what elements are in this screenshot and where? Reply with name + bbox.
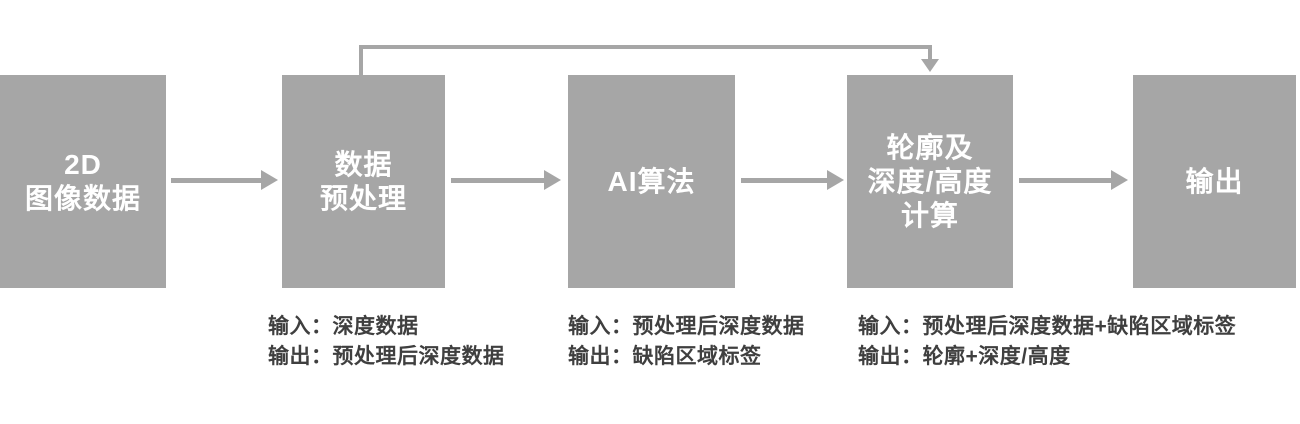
skip-connector-line-left — [359, 45, 363, 75]
flow-step-contour-depth-height-calc: 轮廓及 深度/高度 计算 — [847, 75, 1013, 288]
flow-step-ai-algorithm: AI算法 — [568, 75, 735, 288]
arrow-shaft — [1019, 178, 1112, 183]
flow-step-preprocessing: 数据 预处理 — [282, 75, 445, 288]
arrow-right-icon — [171, 170, 278, 191]
note-ai-algorithm: 输入：预处理后深度数据 输出：缺陷区域标签 — [568, 312, 805, 372]
note-input-line: 输入：预处理后深度数据 — [568, 315, 805, 338]
note-input-line: 输入：预处理后深度数据+缺陷区域标签 — [858, 315, 1237, 338]
note-output-line: 输出：预处理后深度数据 — [268, 345, 505, 368]
arrow-right-icon — [1019, 170, 1128, 191]
flow-step-label: 2D 图像数据 — [24, 148, 141, 214]
flow-step-output: 输出 — [1133, 75, 1296, 288]
arrow-head — [827, 170, 844, 190]
flow-step-label: AI算法 — [607, 165, 696, 197]
note-input-line: 输入：深度数据 — [268, 315, 419, 338]
arrow-head — [1111, 170, 1128, 190]
note-contour-depth-height-calc: 输入：预处理后深度数据+缺陷区域标签 输出：轮廓+深度/高度 — [858, 312, 1236, 372]
arrow-shaft — [171, 178, 262, 183]
skip-connector-arrowhead-icon — [921, 59, 939, 72]
arrow-head — [261, 170, 278, 190]
arrow-right-icon — [451, 170, 561, 191]
flow-step-label: 轮廓及 深度/高度 计算 — [867, 131, 993, 231]
flow-step-2d-image-data: 2D 图像数据 — [0, 75, 166, 288]
note-preprocessing: 输入：深度数据 输出：预处理后深度数据 — [268, 312, 505, 372]
arrow-right-icon — [741, 170, 844, 191]
arrow-shaft — [741, 178, 828, 183]
note-output-line: 输出：缺陷区域标签 — [568, 345, 762, 368]
flow-step-label: 输出 — [1185, 165, 1244, 197]
arrow-head — [544, 170, 561, 190]
skip-connector-line-horizontal — [359, 45, 932, 49]
skip-connector-line-right — [928, 45, 932, 60]
note-output-line: 输出：轮廓+深度/高度 — [858, 345, 1071, 368]
arrow-shaft — [451, 178, 545, 183]
flow-step-label: 数据 预处理 — [319, 148, 407, 214]
